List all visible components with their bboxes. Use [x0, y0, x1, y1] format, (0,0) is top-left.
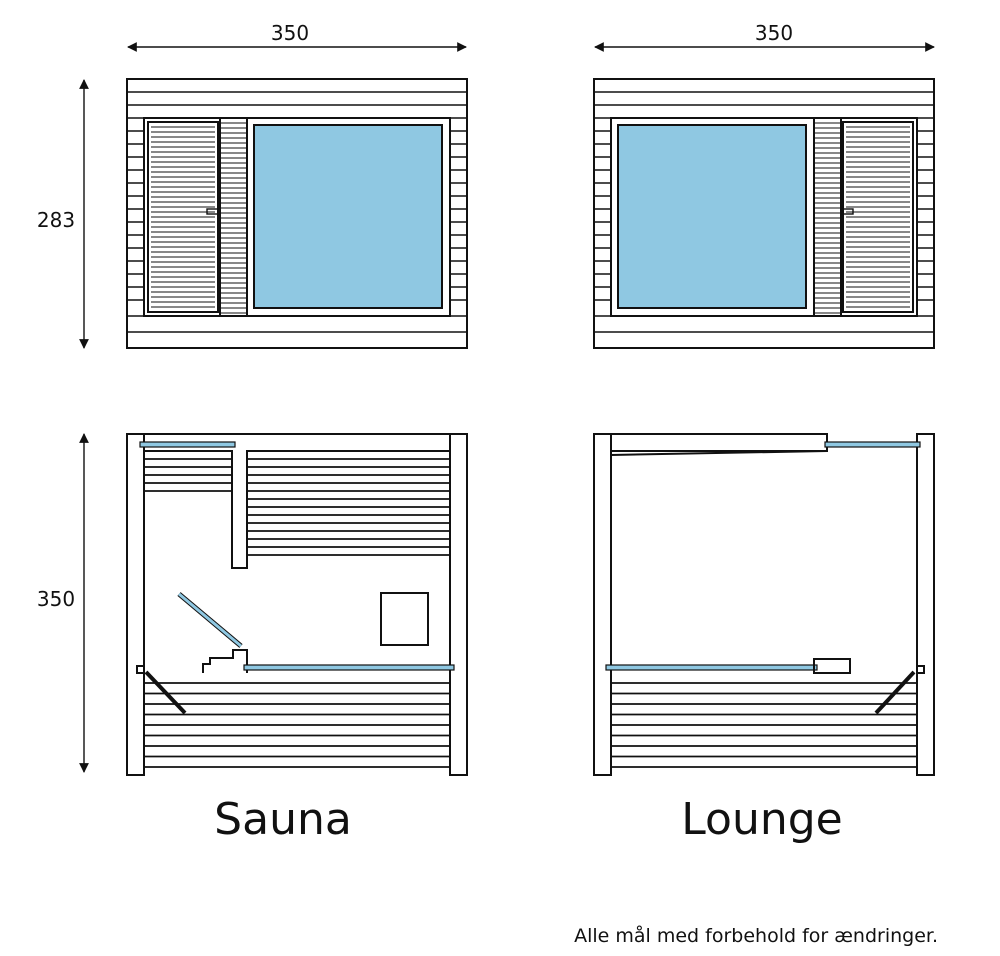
lounge-plan-top-wall [610, 433, 828, 452]
lounge-floor-plan [593, 433, 935, 776]
lounge-entry-door [874, 670, 916, 715]
lounge-partition-post-right [916, 665, 925, 674]
sauna-glass-door-open-fill [178, 592, 242, 648]
sauna-partition-glass [243, 664, 455, 671]
sauna-door-handle [206, 208, 219, 215]
sauna-plan-left-wall [126, 433, 145, 776]
sauna-entry-door [144, 670, 187, 715]
lounge-plan-inner-edge [610, 450, 828, 456]
sauna-step [202, 649, 248, 673]
sauna-title: Sauna [214, 794, 352, 845]
sauna-upper-right-bench [247, 458, 450, 556]
sauna-partition-post-left [136, 665, 145, 674]
disclaimer-text: Alle mål med forbehold for ændringer. [574, 924, 938, 947]
sauna-upper-left-bench [144, 458, 232, 492]
lounge-side-panel [813, 117, 842, 317]
dimension-lines: 350 350 283 350 [37, 21, 935, 773]
sauna-stove [380, 592, 429, 646]
sauna-plan-right-wall [449, 433, 468, 776]
sauna-side-panel-slats [221, 122, 246, 314]
lounge-door-slats [846, 126, 910, 308]
sauna-width-label: 350 [271, 21, 309, 45]
lounge-plan-top-glass [824, 441, 921, 448]
lounge-plan-right-wall [916, 433, 935, 776]
depth-label: 350 [37, 587, 75, 611]
sauna-lower-bench [144, 682, 450, 768]
lounge-window-glass [617, 124, 807, 309]
height-label: 283 [37, 208, 75, 232]
sauna-plan-top-wall [143, 433, 451, 569]
lounge-side-panel-slats [815, 122, 840, 314]
lounge-elevation [593, 78, 935, 349]
lounge-plan-left-wall [593, 433, 612, 776]
lounge-title: Lounge [681, 794, 842, 845]
sauna-floor-plan [126, 433, 468, 776]
lounge-door-handle [841, 208, 854, 215]
lounge-step [813, 658, 851, 674]
sauna-door-slats [151, 126, 215, 308]
lounge-lower-bench [611, 682, 917, 768]
sauna-window-glass [253, 124, 443, 309]
sauna-plan-top-glass [139, 441, 236, 448]
sauna-elevation [126, 78, 468, 349]
lounge-width-label: 350 [755, 21, 793, 45]
lounge-partition-glass [605, 664, 818, 671]
